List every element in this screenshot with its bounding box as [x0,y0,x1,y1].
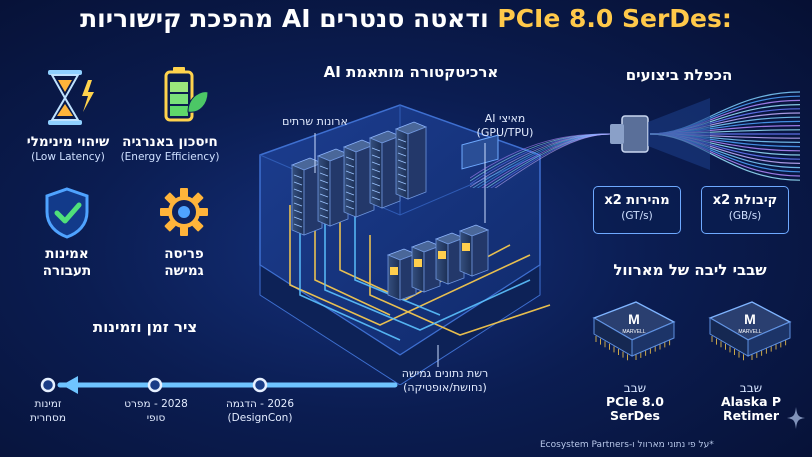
chip-brand-b: MARVELL [738,329,761,335]
capacity-title: קיבולת x2 [712,193,778,208]
timeline-line1: 2028 - מפרט [124,398,188,410]
chip-label-retimer: שבב Alaska P Retimer [706,381,796,423]
feature-deploy-sub: גמישה [164,263,204,279]
server-rack [368,130,402,209]
label-ai-accelerators: מאיצי AI [484,112,526,125]
feature-energy-name: חיסכון באנרגיה [122,134,218,150]
footnote: *על פי נתוני מארוול ו-Ecosystem Partners [540,440,714,450]
speed-title: מהירות x2 [604,193,670,208]
capacity-box: קיבולת x2 (GB/s) [701,186,789,234]
speed-box: מהירות x2 (GT/s) [593,186,681,234]
feature-latency-sub: (Low Latency) [31,151,105,163]
chip-kind: שבב [739,381,763,395]
title-english: PCIe 8.0 SerDes: [497,4,732,33]
timeline-line2: סופי [146,412,166,424]
server-rack [316,148,350,227]
label-ai-accelerators-sub: (GPU/TPU) [476,126,534,139]
sparkle-icon [787,407,805,429]
speed-unit: (GT/s) [621,210,653,222]
label-network: רשת נתונים גמישה [401,367,489,380]
fiber-connector-icon [470,91,801,188]
performance-heading: הכפלת ביצועים [625,66,733,84]
chip-name: PCIe 8.0 [606,394,664,409]
server-rack [290,157,324,236]
feature-reliability-name: אמינות [45,246,89,262]
server-rack [394,121,428,200]
timeline-point-commercial [40,377,56,393]
feature-deploy-name: פריסה [164,246,204,262]
timeline-line2: (DesignCon) [227,412,293,424]
chip-name2: SerDes [610,408,660,423]
feature-energy-sub: (Energy Efficiency) [120,151,220,163]
chip-kind: שבב [623,381,647,395]
chip-label-serdes: שבב PCIe 8.0 SerDes [590,381,680,423]
timeline-arrow [40,376,398,394]
timeline-line1: 2026 - הדגמה [225,398,295,410]
timeline-point-2026 [252,377,268,393]
ai-accelerator [458,224,490,277]
title-hebrew: מהפכת קישוריות AI ודאטה סנטרים [80,4,489,33]
chip-brand-a: MARVELL [622,329,645,335]
shield-check-icon [45,187,89,239]
timeline-heading: ציר זמן וזמינות [92,318,198,336]
chip-name: Alaska P [720,394,782,409]
label-server-cabinets: ארונות שרתים [282,115,348,128]
gear-icon [160,188,208,236]
chip-name2: Retimer [722,408,780,423]
architecture-heading: ארכיטקטורה מותאמת AI [323,63,499,81]
timeline-point-2028 [147,377,163,393]
chip-logo-m: M [744,311,756,327]
label-network-sub: (נחושת/אופטיקה) [403,381,487,394]
page-title: מהפכת קישוריות AI ודאטה סנטרים PCIe 8.0 … [0,4,812,33]
feature-latency-name: שיהוי מינימלי [26,134,110,150]
chip-logo-m: M [628,311,640,327]
ai-accelerator [386,248,418,301]
chip-pcie-serdes: M MARVELL [592,301,676,361]
chip-alaska-retimer: M MARVELL [708,301,792,361]
chips-heading: שבבי ליבה של מארוול [613,261,767,279]
server-rack [342,139,376,218]
capacity-unit: (GB/s) [728,210,762,222]
timeline-label-2028: 2028 - מפרט סופי [108,397,204,425]
timeline-line2: מסחרית [30,412,66,424]
hourglass-lightning-icon [48,70,94,125]
feature-reliability-sub: תעבורה [42,263,92,279]
timeline-label-2026: 2026 - הדגמה (DesignCon) [212,397,308,425]
battery-leaf-icon [164,67,209,122]
timeline-label-commercial: זמינות מסחרית [6,397,90,425]
datacenter-illustration [259,104,551,385]
timeline-line1: זמינות [34,398,62,410]
